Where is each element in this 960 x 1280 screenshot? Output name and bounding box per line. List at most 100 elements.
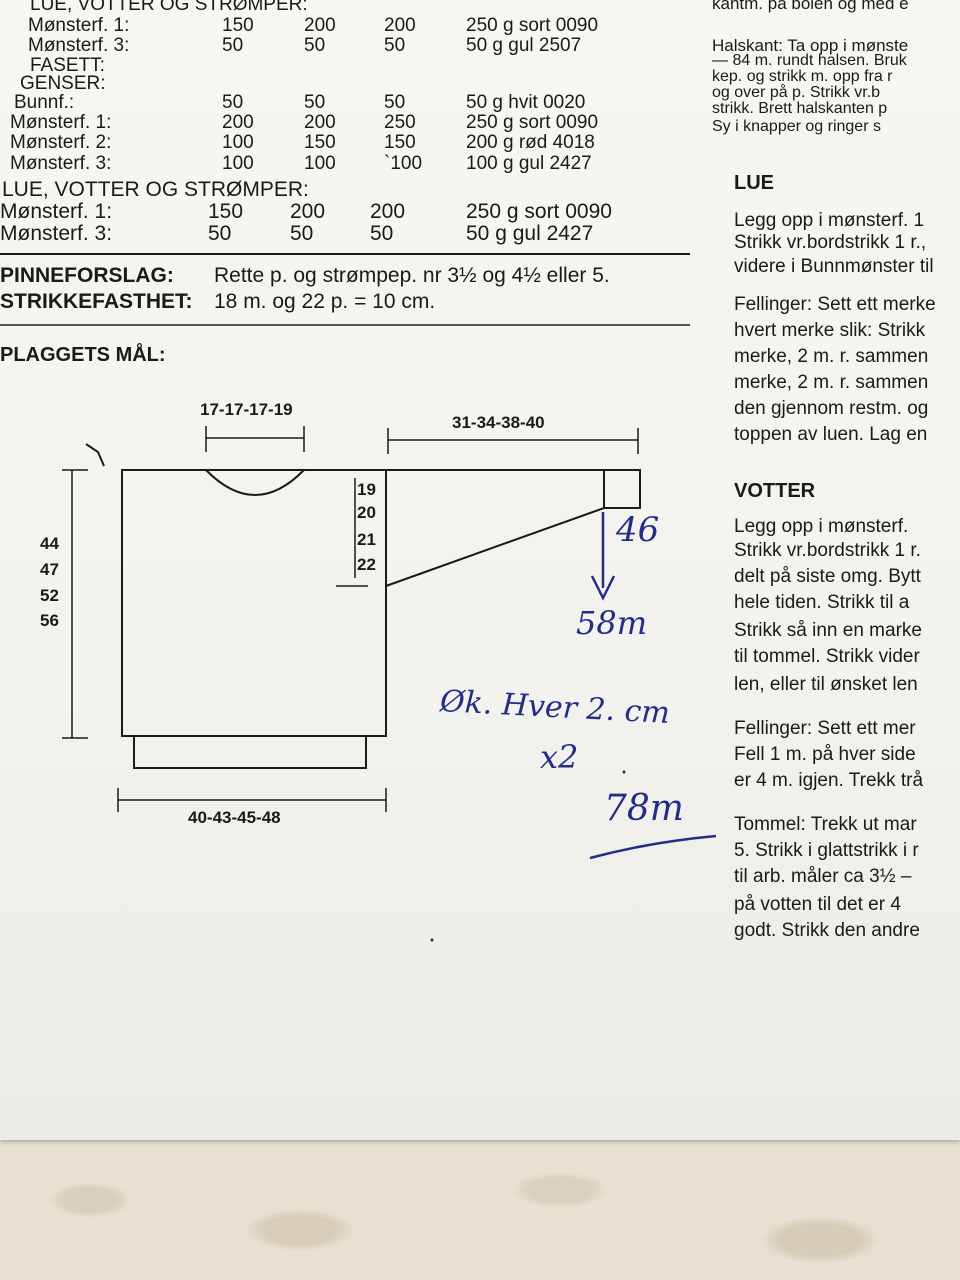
pen-mark — [85, 443, 105, 467]
instruction-line: Fell 1 m. på hver side — [734, 744, 916, 765]
table-cell-amount: 200 — [370, 200, 406, 223]
needles-label: PINNEFORSLAG: — [0, 264, 174, 287]
handwritten-stitches-bottom: 58m — [576, 604, 648, 642]
instruction-line: hele tiden. Strikk til a — [734, 592, 910, 613]
table-cell-yarn: 50 g gul 2427 — [466, 222, 594, 245]
handwritten-underline — [589, 834, 717, 860]
table-cell-amount: 50 — [208, 222, 232, 245]
table-cell-yarn: 100 g gul 2427 — [466, 153, 592, 174]
garment-diagram — [0, 253, 717, 942]
table-cell-amount: 150 — [208, 200, 244, 223]
hem-ribbing — [133, 736, 367, 769]
instruction-line: kantm. på bolen og med e — [712, 0, 909, 13]
instruction-line: Strikk vr.bordstrikk 1 r. — [734, 540, 921, 561]
table-row-label: LUE, VOTTER OG STRØMPER: — [2, 178, 309, 201]
instruction-line: Strikk så inn en marke — [734, 620, 922, 641]
table-row-label: Mønsterf. 3: — [10, 153, 112, 174]
table-cell-amount: 50 — [304, 35, 326, 56]
arrow-head-icon — [590, 575, 616, 601]
neck-width-label: 17-17-17-19 — [200, 400, 293, 419]
table-cell-amount: 50 — [370, 222, 394, 245]
instruction-line: godt. Strikk den andre — [734, 920, 920, 941]
measure-title: PLAGGETS MÅL: — [0, 344, 166, 366]
table-cell-amount: 100 — [222, 153, 254, 174]
table-cell-amount: 50 — [222, 35, 244, 56]
instruction-line: Legg opp i mønsterf. 1 — [734, 210, 925, 231]
table-cell-amount: 200 — [304, 112, 336, 133]
table-cell-amount: 50 — [304, 92, 326, 113]
gauge-text: 18 m. og 22 p. = 10 cm. — [214, 290, 436, 313]
table-row-label: Mønsterf. 3: — [28, 35, 130, 56]
table-cell-yarn: 250 g sort 0090 — [466, 112, 599, 133]
tablecloth-background — [0, 1140, 960, 1280]
handwritten-stitches-top: 46 — [616, 510, 660, 550]
instruction-line: delt på siste omg. Bytt — [734, 566, 921, 587]
instruction-line: Fellinger: Sett ett merke — [734, 294, 936, 315]
section-heading: VOTTER — [734, 480, 816, 502]
table-cell-yarn: 200 g rød 4018 — [466, 132, 595, 153]
table-cell-amount: 150 — [384, 132, 416, 153]
table-row-label: Bunnf.: — [14, 92, 75, 113]
handwritten-times: x2 — [540, 738, 579, 776]
armhole-value: 21 — [357, 530, 376, 549]
gauge-label: STRIKKEFASTHET: — [0, 290, 193, 313]
section-heading: LUE — [734, 172, 774, 194]
table-cell-amount: 250 — [384, 112, 416, 133]
instruction-line: merke, 2 m. r. sammen — [734, 372, 929, 393]
instruction-line: videre i Bunnmønster til — [734, 256, 934, 277]
table-cell-amount: `100 — [384, 153, 423, 174]
instruction-line: 5. Strikk i glattstrikk i r — [734, 840, 919, 861]
instruction-line: toppen av luen. Lag en — [734, 424, 928, 445]
body-width-label: 40-43-45-48 — [188, 808, 281, 827]
table-cell-yarn: 50 g hvit 0020 — [466, 92, 586, 113]
table-cell-amount: 100 — [304, 153, 336, 174]
armhole-value: 20 — [357, 503, 376, 522]
pen-dot — [430, 938, 434, 942]
instruction-line: kep. og strikk m. opp fra r — [712, 68, 893, 85]
instruction-line: merke, 2 m. r. sammen — [734, 346, 929, 367]
instruction-line: Sy i knapper og ringer s — [712, 118, 881, 135]
table-cell-amount: 100 — [222, 132, 254, 153]
table-cell-amount: 50 — [384, 92, 406, 113]
neckline — [205, 469, 305, 496]
table-cell-yarn: 250 g sort 0090 — [466, 200, 612, 223]
table-row-label: FASETT: — [30, 55, 105, 76]
armhole-value: 19 — [357, 480, 376, 499]
pen-dot — [622, 770, 626, 774]
table-cell-amount: 200 — [290, 200, 326, 223]
table-row-label: Mønsterf. 1: — [28, 15, 130, 36]
table-cell-amount: 50 — [290, 222, 314, 245]
table-cell-amount: 50 — [384, 35, 406, 56]
table-cell-amount: 200 — [222, 112, 254, 133]
table-cell-amount: 200 — [304, 15, 336, 36]
body-length-value: 47 — [40, 560, 59, 579]
instruction-line: til tommel. Strikk vider — [734, 646, 920, 667]
instruction-line: — 84 m. rundt halsen. Bruk — [712, 52, 907, 69]
table-cell-amount: 150 — [222, 15, 254, 36]
table-row-label: Mønsterf. 1: — [10, 112, 112, 133]
handwritten-total: 78m — [604, 788, 684, 829]
instruction-line: den gjennom restm. og — [734, 398, 929, 419]
table-row-label: Mønsterf. 3: — [0, 222, 113, 245]
table-cell-amount: 50 — [222, 92, 244, 113]
body-length-value: 52 — [40, 586, 59, 605]
instruction-line: Halskant: Ta opp i mønste — [712, 36, 909, 55]
sleeve-length-label: 31-34-38-40 — [452, 413, 545, 432]
instruction-line: er 4 m. igjen. Trekk trå — [734, 770, 924, 791]
instruction-line: len, eller til ønsket len — [734, 674, 918, 695]
body-outline — [121, 469, 387, 737]
body-length-value: 56 — [40, 611, 59, 630]
table-cell-amount: 150 — [304, 132, 336, 153]
table-row-label: Mønsterf. 1: — [0, 200, 113, 223]
armhole-value: 22 — [357, 555, 376, 574]
table-cell-amount: 200 — [384, 15, 416, 36]
table-cell-yarn: 50 g gul 2507 — [466, 35, 582, 56]
instruction-line: Fellinger: Sett ett mer — [734, 718, 916, 739]
table-row-label: LUE, VOTTER OG STRØMPER: — [30, 0, 308, 15]
instruction-line: strikk. Brett halskanten p — [712, 100, 888, 117]
instruction-line: Legg opp i mønsterf. — [734, 516, 909, 537]
instruction-line: og over på p. Strikk vr.b — [712, 84, 881, 101]
sleeve-outline — [385, 469, 641, 587]
instruction-line: til arb. måler ca 3½ – — [734, 866, 912, 887]
